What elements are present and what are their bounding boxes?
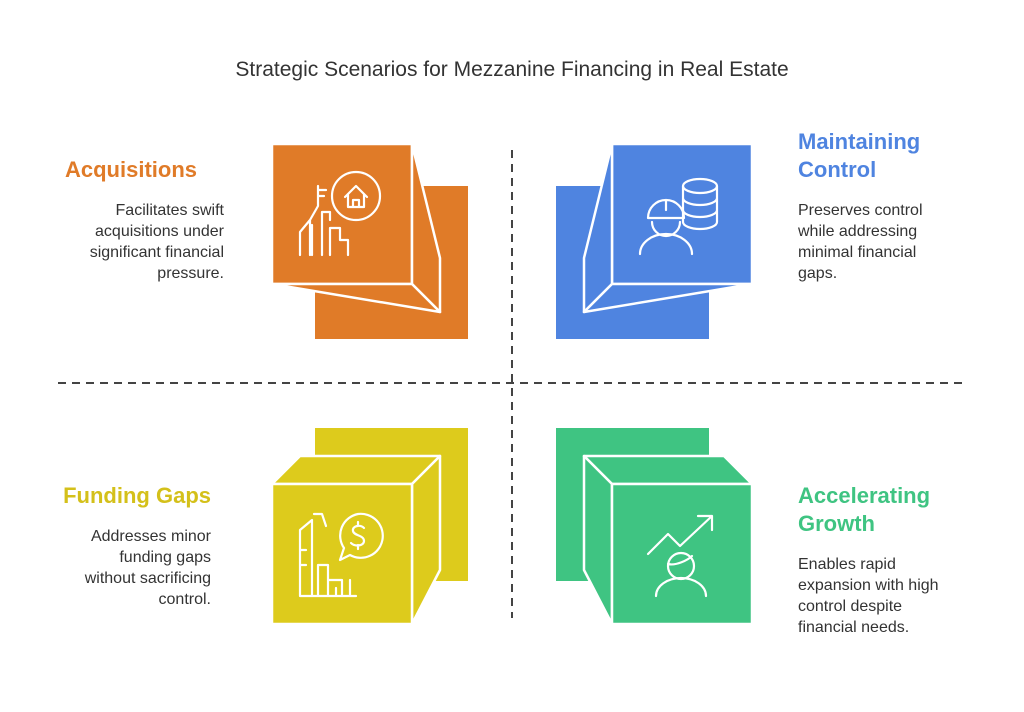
acquisitions-desc-line-3: significant financial bbox=[89, 244, 224, 261]
acquisitions-desc-line-2: acquisitions under bbox=[95, 223, 224, 240]
funding-gaps-heading-text: Funding Gaps bbox=[63, 483, 211, 508]
acquisitions-heading-text: Acquisitions bbox=[64, 157, 197, 182]
funding-gaps-desc-line-2: funding gaps bbox=[119, 549, 211, 566]
control-heading: Maintaining Control bbox=[798, 128, 920, 184]
control-desc-line-2: while addressing bbox=[798, 223, 918, 240]
funding-gaps-description: Addresses minor funding gaps without sac… bbox=[85, 526, 211, 610]
acquisitions-description: Facilitates swift acquisitions under sig… bbox=[90, 200, 224, 284]
acquisitions-desc-line-1: Facilitates swift bbox=[115, 202, 224, 219]
control-desc-line-3: minimal financial bbox=[798, 244, 917, 261]
funding-gaps-desc-line-3: without sacrificing bbox=[84, 570, 211, 587]
funding-gaps-desc-line-4: control. bbox=[158, 591, 211, 608]
acquisitions-desc-line-4: pressure. bbox=[157, 265, 224, 282]
growth-description: Enables rapid expansion with high contro… bbox=[798, 554, 939, 638]
control-desc-line-1: Preserves control bbox=[798, 202, 923, 219]
growth-desc-line-2: expansion with high bbox=[798, 577, 939, 594]
worker-database-icon bbox=[638, 177, 719, 256]
growth-desc-line-4: financial needs. bbox=[798, 619, 910, 636]
control-cube bbox=[556, 142, 754, 339]
funding-gaps-desc-line-1: Addresses minor bbox=[90, 528, 211, 545]
growth-heading-line-2: Growth bbox=[798, 511, 875, 536]
control-heading-line-2: Control bbox=[798, 157, 877, 182]
growth-cube bbox=[556, 428, 754, 626]
growth-heading: Accelerating Growth bbox=[798, 482, 930, 538]
person-trend-icon bbox=[646, 514, 714, 598]
diagram-title: Strategic Scenarios for Mezzanine Financ… bbox=[235, 58, 789, 81]
growth-heading-line-1: Accelerating bbox=[798, 483, 931, 508]
growth-desc-line-3: control despite bbox=[798, 598, 903, 615]
acquisitions-cube bbox=[270, 142, 468, 339]
funding-gaps-cube bbox=[270, 428, 468, 626]
city-home-icon bbox=[298, 170, 382, 257]
growth-desc-line-1: Enables rapid bbox=[798, 556, 896, 573]
funding-gaps-heading: Funding Gaps bbox=[63, 482, 211, 510]
acquisitions-heading: Acquisitions bbox=[65, 156, 197, 184]
control-heading-line-1: Maintaining bbox=[798, 129, 921, 154]
control-description: Preserves control while addressing minim… bbox=[798, 200, 923, 284]
control-desc-line-4: gaps. bbox=[798, 265, 838, 282]
buildings-dollar-icon bbox=[298, 512, 384, 598]
